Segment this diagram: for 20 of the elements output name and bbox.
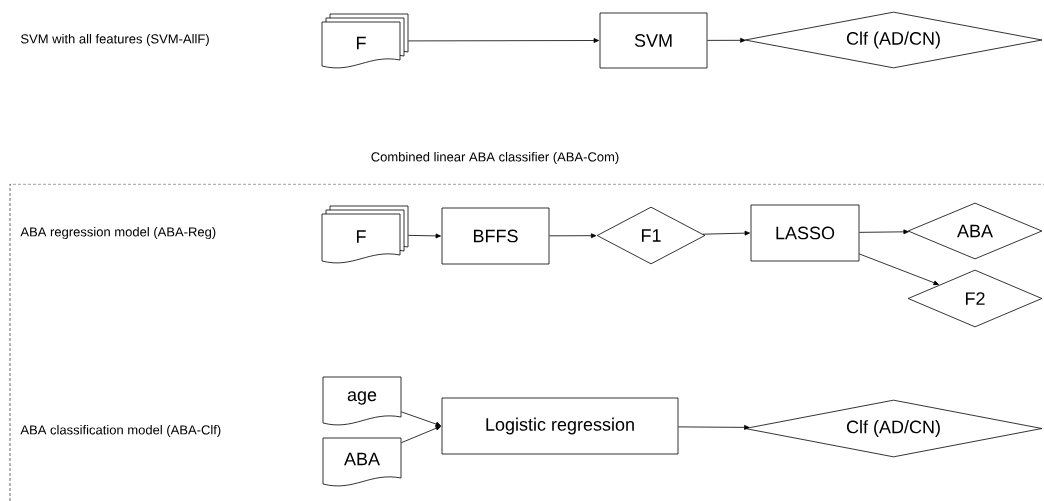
process-box: BFFS xyxy=(441,207,550,265)
arrow xyxy=(859,253,939,286)
arrow xyxy=(408,233,441,239)
arrow xyxy=(401,425,442,444)
arrow xyxy=(702,230,750,236)
arrow xyxy=(549,233,597,239)
arrow xyxy=(401,411,441,427)
frame-heading: Combined linear ABA classifier (ABA-Com) xyxy=(371,151,619,165)
row-label: ABA classification model (ABA-Clf) xyxy=(20,424,221,438)
arrow xyxy=(859,229,909,235)
document-stack: F xyxy=(321,205,409,264)
process-box: SVM xyxy=(599,12,708,69)
process-box: Logistic regression xyxy=(441,397,679,455)
row-label: SVM with all features (SVM-AllF) xyxy=(21,33,209,47)
document-stack: F xyxy=(321,13,409,69)
arrow xyxy=(707,37,746,43)
arrow xyxy=(408,38,599,43)
row-label: ABA regression model (ABA-Reg) xyxy=(20,226,216,240)
process-box: LASSO xyxy=(750,204,860,262)
arrow xyxy=(678,425,750,430)
